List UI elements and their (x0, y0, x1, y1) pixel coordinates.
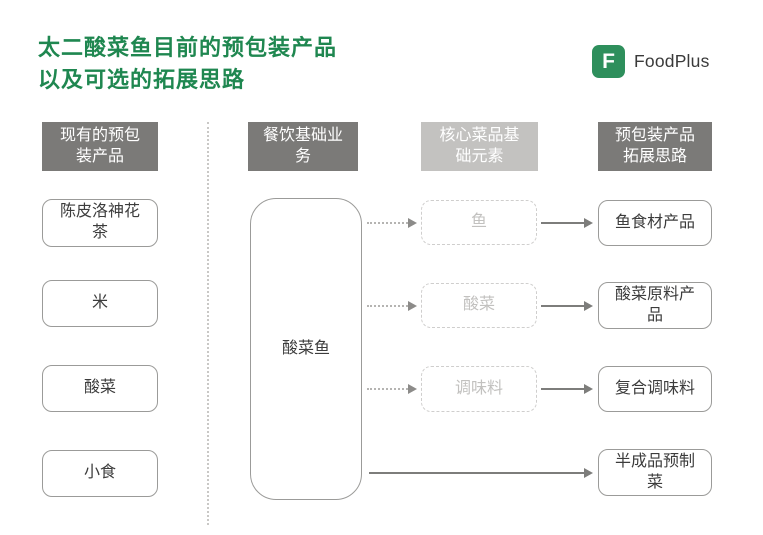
arrow-pickles-to-product (541, 300, 593, 312)
node-rice: 米 (42, 280, 158, 327)
ghost-node-fish: 鱼 (421, 200, 537, 245)
arrowhead-icon (408, 218, 417, 228)
node-pickle-raw-material-products: 酸菜原料产品 (598, 282, 712, 329)
page-title-line1: 太二酸菜鱼目前的预包装产品 (38, 35, 338, 60)
node-compound-seasoning: 复合调味料 (598, 366, 712, 412)
ghost-node-seasoning: 调味料 (421, 366, 537, 412)
column-header-restaurant-base: 餐饮基础业务 (248, 122, 358, 171)
column-header-expansion-ideas: 预包装产品拓展思路 (598, 122, 712, 171)
node-snacks: 小食 (42, 450, 158, 497)
arrowhead-icon (408, 301, 417, 311)
arrowhead-icon (584, 218, 593, 228)
foodplus-logo-text: FoodPlus (634, 51, 710, 71)
arrowhead-icon (584, 301, 593, 311)
dotted-arrow-to-seasoning (367, 383, 417, 395)
node-semi-prepared-dishes: 半成品预制菜 (598, 449, 712, 496)
foodplus-logo-icon: F (592, 45, 625, 78)
arrowhead-icon (584, 384, 593, 394)
dotted-arrow-to-fish (367, 217, 417, 229)
node-fish-ingredient-products: 鱼食材产品 (598, 200, 712, 246)
page-title: 太二酸菜鱼目前的预包装产品 以及可选的拓展思路 (38, 32, 337, 96)
ghost-node-pickles: 酸菜 (421, 283, 537, 328)
page-title-line2: 以及可选的拓展思路 (38, 67, 246, 92)
arrowhead-icon (584, 468, 593, 478)
foodplus-logo: F FoodPlus (592, 45, 710, 78)
node-chenpi-roselle-tea: 陈皮洛神花茶 (42, 199, 158, 247)
arrowhead-icon (408, 384, 417, 394)
node-suancaiyu: 酸菜鱼 (250, 198, 362, 500)
node-pickled-vegetable: 酸菜 (42, 365, 158, 412)
arrow-seasoning-to-product (541, 383, 593, 395)
dotted-arrow-to-pickles (367, 300, 417, 312)
arrow-suancaiyu-to-readymeal (369, 467, 593, 479)
arrow-fish-to-product (541, 217, 593, 229)
column-header-existing-products: 现有的预包装产品 (42, 122, 158, 171)
column-divider-dotted-line (207, 122, 209, 525)
column-header-core-elements: 核心菜品基础元素 (421, 122, 538, 171)
